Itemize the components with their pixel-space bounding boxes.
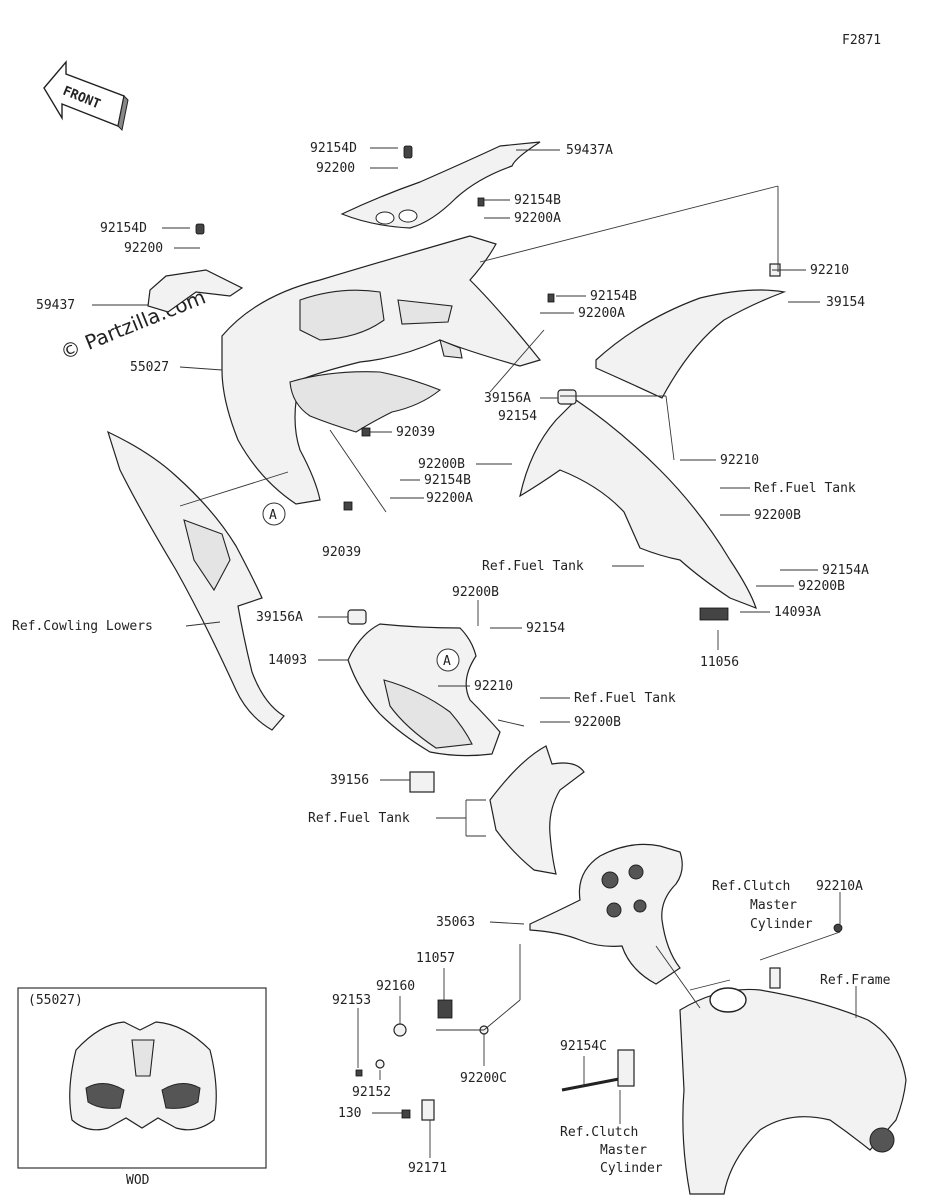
callout-label: 92039 [322,545,361,560]
callout-label: 92200A [578,306,625,321]
callout-label: Master [600,1143,647,1158]
callout-label: Cylinder [750,917,813,932]
callout-label: 92200A [514,211,561,226]
callout-label: 92200B [452,585,499,600]
callout-label: 92200 [316,161,355,176]
callout-label: 92200C [460,1071,507,1086]
callout-label: 92200 [124,241,163,256]
callout-label: Cylinder [600,1161,663,1176]
marker-a-1: A [269,508,277,523]
callout-label: 39154 [826,295,865,310]
callout-label: 92154B [424,473,471,488]
callout-label: 92160 [376,979,415,994]
frame [679,988,907,1195]
callout-label: 14093 [268,653,307,668]
callout-label: 39156A [256,610,303,625]
callout-label: 92153 [332,993,371,1008]
callout-label: 11056 [700,655,739,670]
callout-label: 92154B [590,289,637,304]
callout-label: 92154A [822,563,869,578]
callout-label: 92210A [816,879,863,894]
callout-label: 59437A [566,143,613,158]
callout-label: 92200A [426,491,473,506]
callout-label: Ref.Fuel Tank [754,481,856,496]
inset-caption: WOD [126,1173,150,1188]
callout-label: 14093A [774,605,821,620]
callout-label: 92154 [498,409,537,424]
callout-label: Master [750,898,797,913]
callout-label: 92210 [810,263,849,278]
callout-label: Ref.Clutch [712,879,790,894]
inner-panel [289,371,442,433]
callout-label: 92210 [720,453,759,468]
front-arrow-icon: FRONT [43,60,129,132]
meter-bracket-35063 [529,843,683,985]
callout-label: 92200B [574,715,621,730]
callout-label: 92154B [514,193,561,208]
callout-label: 35063 [436,915,475,930]
callout-label: 11057 [416,951,455,966]
callout-label: 92154D [310,141,357,156]
leader-lines [92,147,857,1158]
callout-label: Ref.Frame [820,973,891,988]
inset-label: (55027) [28,993,83,1008]
callout-label: 55027 [130,360,169,375]
inner-bracket [489,745,585,875]
callout-label: 92154D [100,221,147,236]
side-panel-14093 [347,623,501,757]
callout-label: 92154C [560,1039,607,1054]
side-panel-14093a [519,399,757,610]
callout-label: 92200B [754,508,801,523]
callout-label: 92171 [408,1161,447,1176]
callout-label: Ref.Clutch [560,1125,638,1140]
callout-label: Ref.Cowling Lowers [12,619,153,634]
callout-label: 59437 [36,298,75,313]
callout-label: 39156 [330,773,369,788]
callout-label: Ref.Fuel Tank [574,691,676,706]
callout-label: 92154 [526,621,565,636]
callout-label: Ref.Fuel Tank [482,559,584,574]
side-cover-59437 [147,269,244,313]
callout-labels: 92154D 92200 59437A 92154B 92200A 92154D… [12,141,891,1176]
marker-a-2: A [443,654,451,669]
inset-box: (55027) WOD [17,987,267,1188]
callout-label: 92210 [474,679,513,694]
upper-cover-59437a [340,141,541,229]
callout-label: 92039 [396,425,435,440]
callout-label: 92152 [352,1085,391,1100]
callout-label: Ref.Fuel Tank [308,811,410,826]
callout-label: 130 [338,1106,361,1121]
callout-label: 39156A [484,391,531,406]
cowling-lower-left [107,430,285,731]
callout-label: 92200B [418,457,465,472]
figure-code: F2871 [842,33,881,48]
callout-label: 92200B [798,579,845,594]
